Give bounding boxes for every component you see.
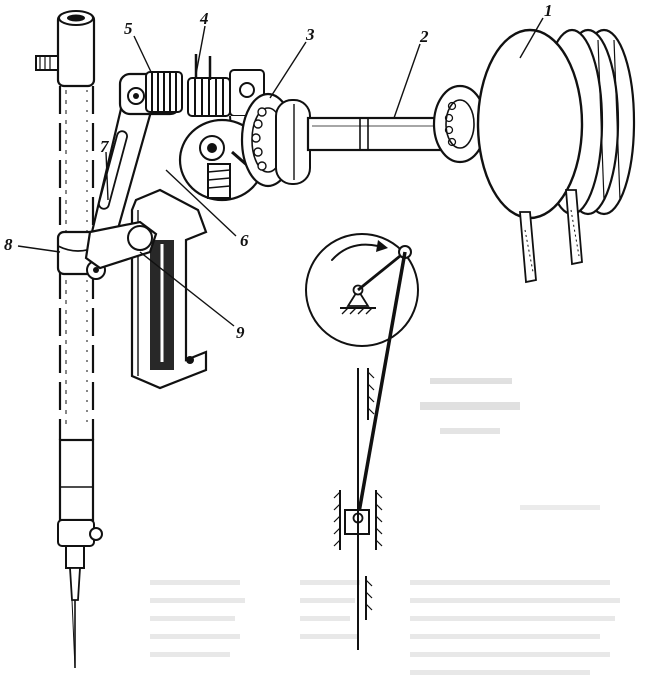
callout-8: 8 <box>4 235 13 254</box>
connecting-link <box>84 220 158 270</box>
needle-clamp <box>57 519 103 569</box>
callout-3: 3 <box>305 25 315 44</box>
callout-1: 1 <box>544 1 553 20</box>
callout-2: 2 <box>419 27 429 46</box>
callout-6: 6 <box>240 231 249 250</box>
bleed-through-text <box>150 378 620 675</box>
needle <box>69 567 81 669</box>
slide-guide-frame <box>130 188 208 390</box>
callout-7: 7 <box>100 137 110 156</box>
set-screw <box>35 55 59 71</box>
callout-9: 9 <box>236 323 245 342</box>
callout-labels: 1 2 3 4 5 6 7 8 9 <box>4 1 553 342</box>
callout-4: 4 <box>199 9 209 28</box>
kinematic-schematic <box>305 233 419 650</box>
main-shaft <box>306 116 456 152</box>
ball-bearing <box>240 92 311 188</box>
callout-5: 5 <box>124 19 133 38</box>
flywheel-pulley <box>476 28 636 284</box>
leader-lines <box>17 17 544 327</box>
